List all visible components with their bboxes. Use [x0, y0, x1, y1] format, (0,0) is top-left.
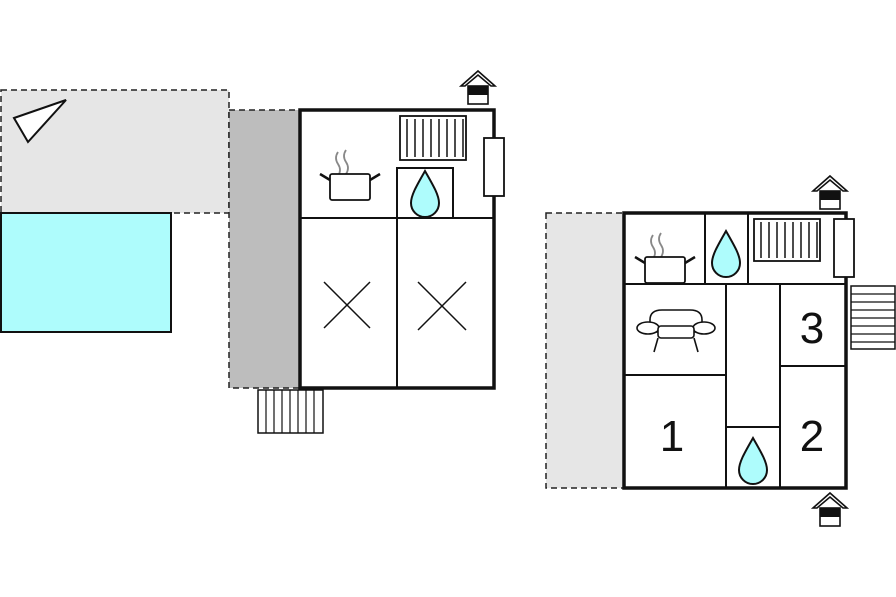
carport [228, 109, 301, 389]
stairs-icon [850, 285, 896, 350]
room-label-3: 3 [800, 304, 824, 353]
room-label-2: 2 [800, 412, 824, 461]
bed-cross-icon [323, 281, 371, 329]
terrace [545, 212, 625, 489]
radiator-icon [753, 218, 821, 262]
north-arrow-icon [12, 99, 67, 144]
house-entrance-icon [812, 175, 848, 210]
swimming-pool [0, 212, 172, 333]
building-a [0, 70, 505, 434]
sofa-icon [636, 309, 716, 353]
bed-cross-icon [417, 281, 467, 331]
door-b [833, 218, 855, 278]
house-entrance-icon [460, 70, 496, 105]
room-label-1: 1 [660, 412, 684, 461]
stairs-icon [257, 389, 324, 434]
terrace [0, 89, 230, 214]
building-b: 1 2 3 [545, 175, 896, 527]
radiator-icon [399, 115, 467, 161]
house-entrance-icon [812, 492, 848, 527]
door-a [483, 137, 505, 197]
